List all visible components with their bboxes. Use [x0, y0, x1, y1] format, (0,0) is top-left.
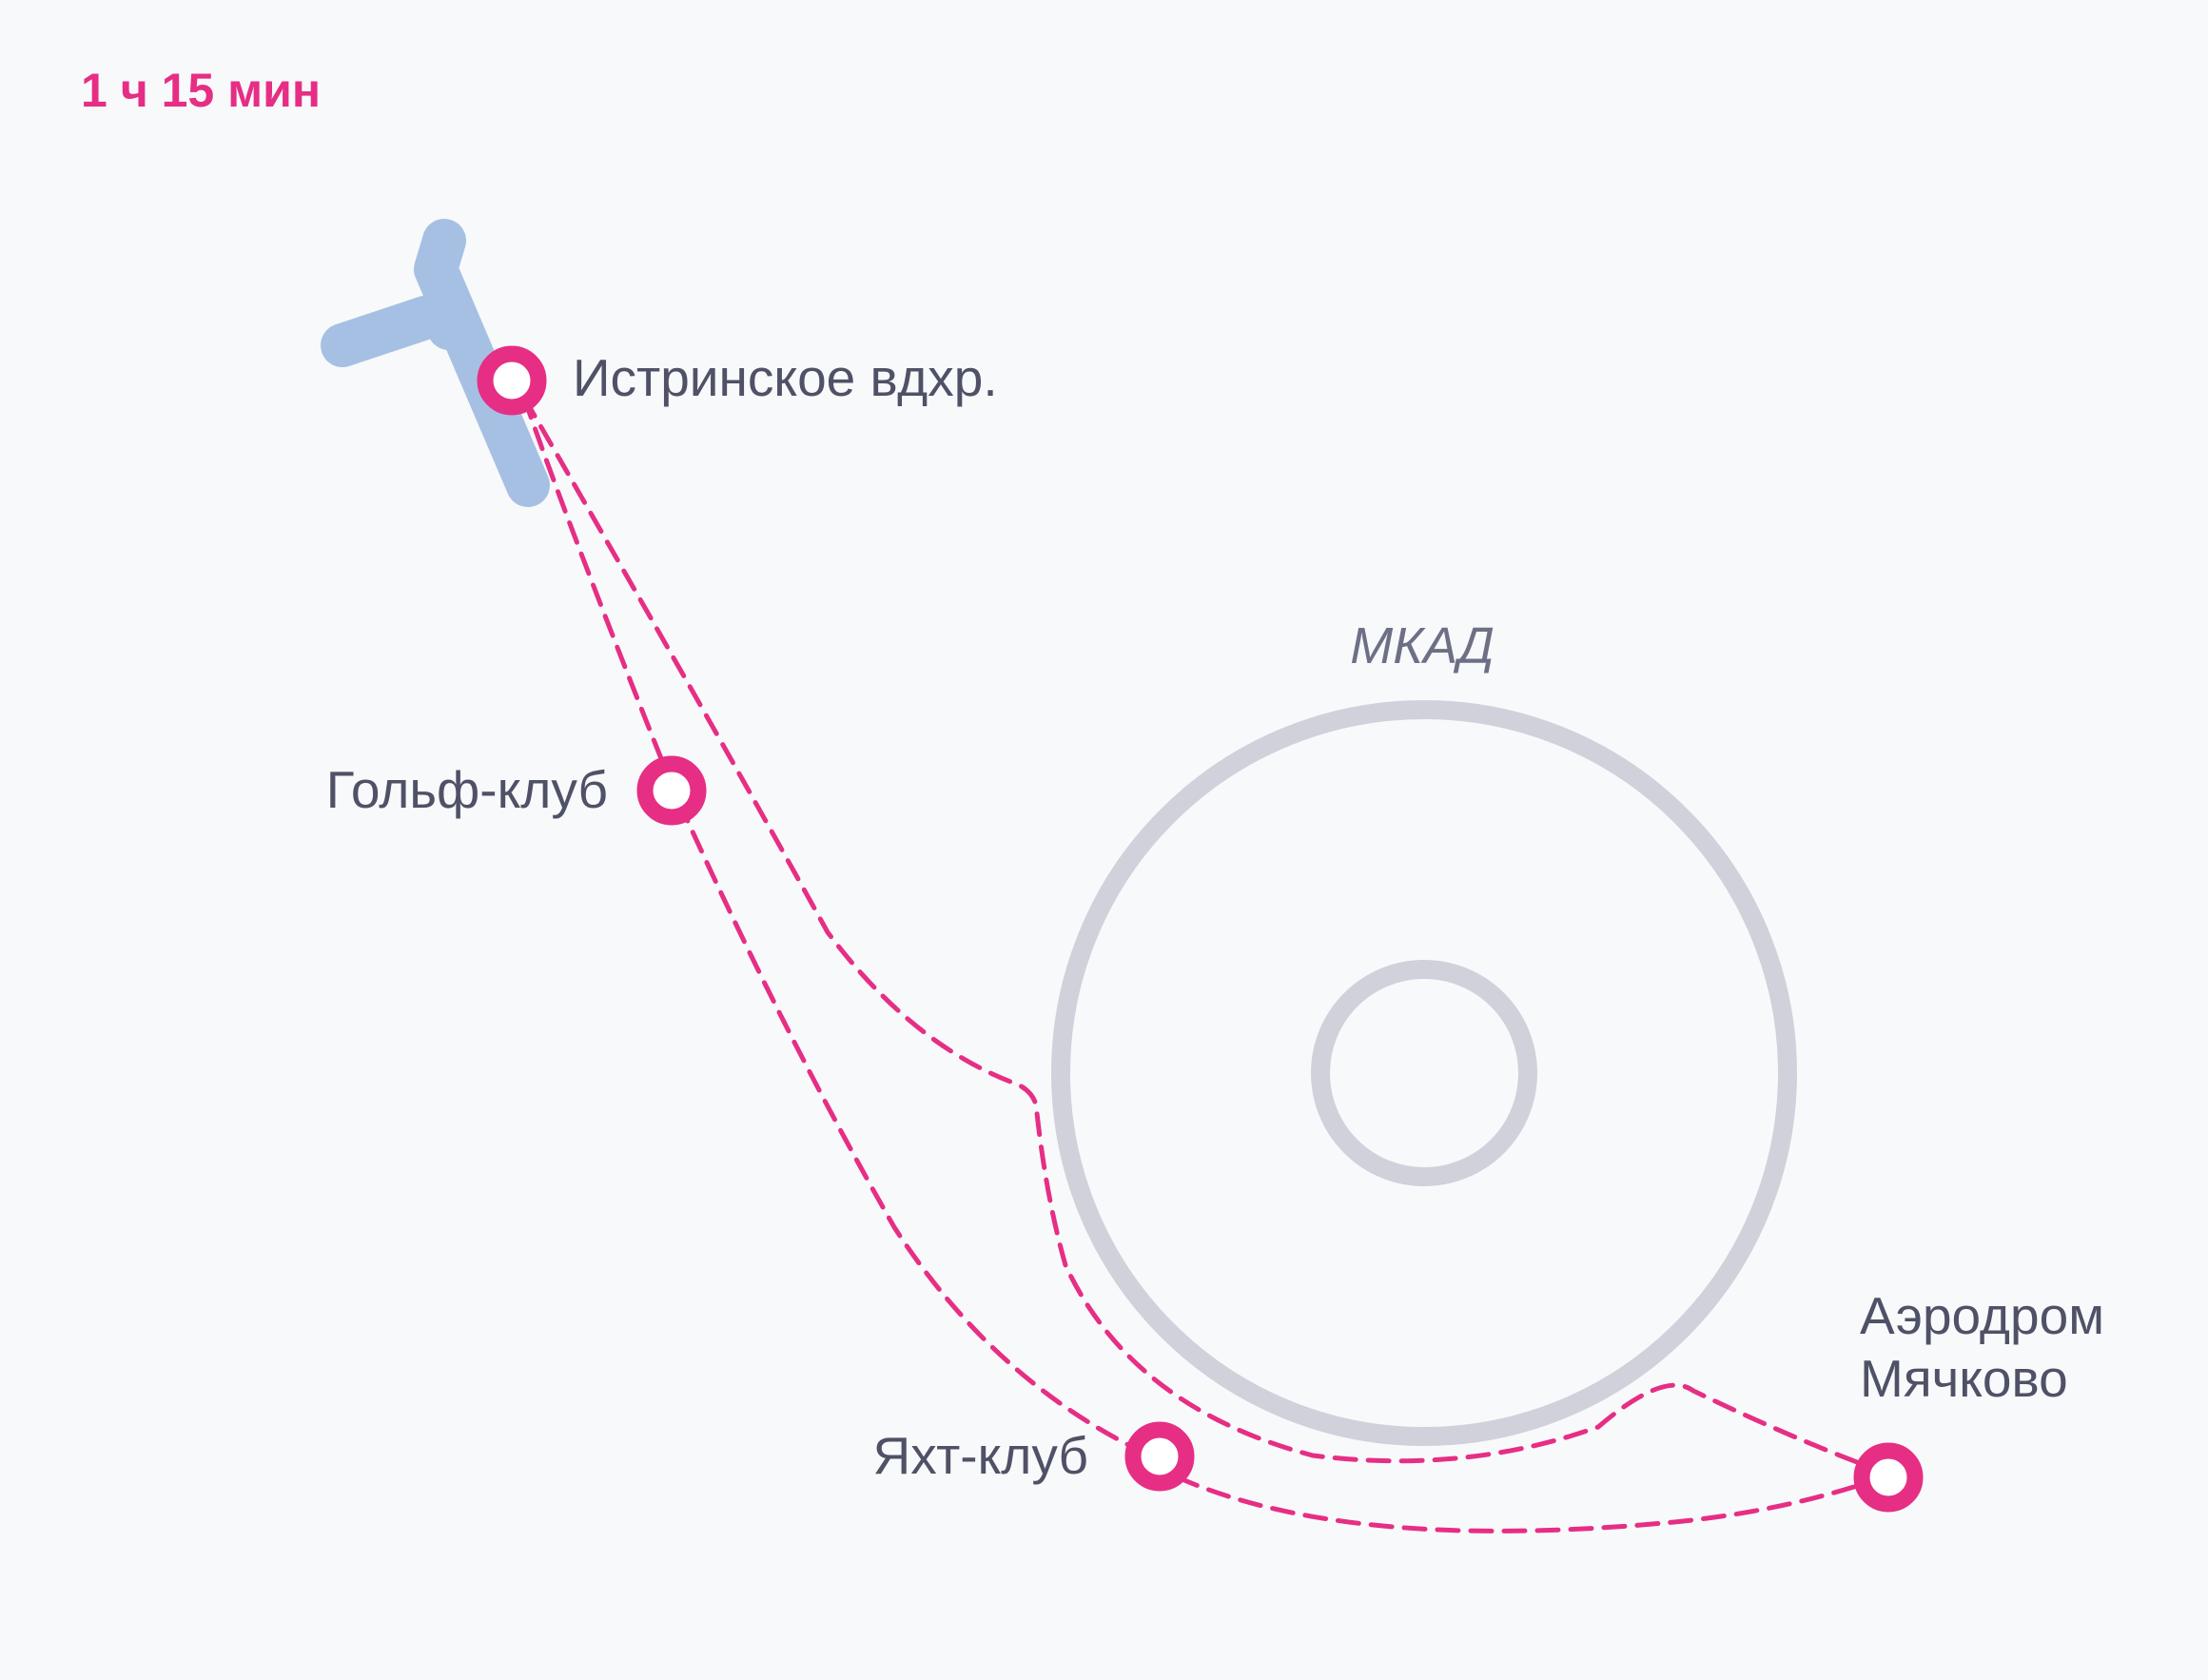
route-line-golf-branch	[521, 395, 1163, 1463]
stop-label-aerodrome-line2: Мячково	[1860, 1349, 2068, 1408]
stop-label-aerodrome-line1: Аэродром	[1860, 1286, 2105, 1345]
stop-marker-yacht-club[interactable]	[1124, 1421, 1195, 1492]
stop-label-golf-club[interactable]: Гольф-клуб	[325, 760, 608, 819]
route-line-yacht-aero	[1175, 1474, 1889, 1533]
mkad-inner-ring	[1311, 960, 1537, 1186]
route-line-ring-bypass	[521, 395, 1867, 1468]
stop-marker-golf-club[interactable]	[636, 755, 707, 826]
stop-label-aerodrome[interactable]: Аэродром Мячково	[1860, 1284, 2104, 1410]
stop-marker-istra[interactable]	[477, 345, 547, 416]
mkad-outer-ring	[1051, 700, 1797, 1446]
reservoir-shape	[321, 219, 550, 507]
stop-label-istra[interactable]: Истринское вдхр.	[573, 348, 998, 407]
route-duration: 1 ч 15 мин	[81, 64, 322, 117]
stop-label-yacht-club[interactable]: Яхт-клуб	[872, 1426, 1089, 1485]
mkad-label-text: МКАД	[1350, 617, 1495, 674]
stop-marker-aerodrome[interactable]	[1853, 1442, 1924, 1513]
